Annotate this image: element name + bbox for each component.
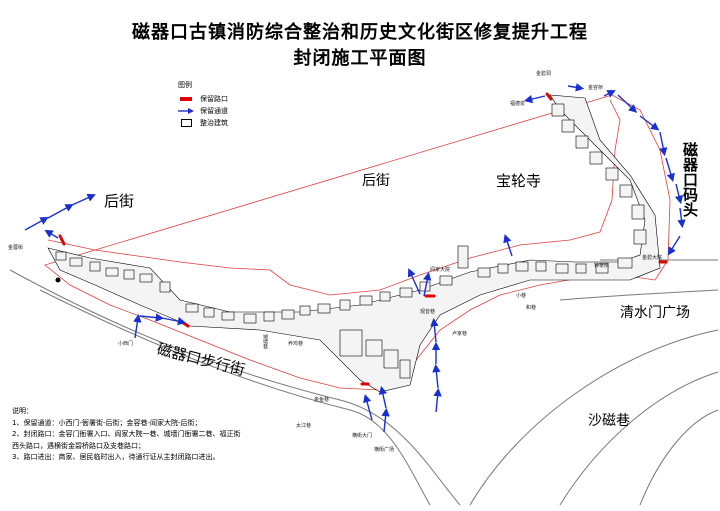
place-label-houjie-left: 后街: [104, 192, 135, 210]
blue-arrow-icon: [178, 108, 194, 114]
note-line: 2、封闭路口：金容门衙署入口、阎家大院一巷、城墙门衙署二巷、福正街: [12, 430, 241, 438]
street-label: 小西门: [118, 341, 134, 347]
note-line: 1、保留通道：小西门-衙署街-后街；金容巷-阎家大院-后街；: [12, 418, 202, 427]
street-label: 横街广场: [374, 447, 395, 453]
map-legend: 图例 保留路口 保留通道 整治建筑: [178, 80, 276, 129]
note-line: 西头路口，遇横街金碧桥路口及支巷路口；: [12, 441, 145, 450]
outline-box-icon: [178, 119, 194, 127]
map-subtitle: 封闭施工平面图: [293, 48, 427, 69]
notes-heading: 说明：: [12, 407, 33, 415]
street-label: 观音巷: [420, 309, 436, 315]
street-label: 卢家巷: [452, 331, 468, 337]
map-title: 磁器口古镇消防综合整治和历史文化街区修复提升工程: [132, 22, 588, 43]
access-route-arrows: [24, 83, 686, 433]
note-line: 3、路口进出：商家、居民临时出入，待通行证从主封闭路口进出。: [12, 453, 220, 461]
red-bar-icon: [178, 97, 194, 101]
place-label-baolunsi: 宝轮寺: [496, 172, 542, 190]
legend-heading: 图例: [178, 81, 192, 89]
street-label: 太江巷: [296, 423, 312, 429]
street-label: 小巷: [516, 293, 527, 299]
legend-item-retained-exit: 保留路口: [178, 93, 276, 105]
street-label: 阎家大院: [430, 267, 451, 273]
map-notes: 说明： 1、保留通道：小西门-衙署街-后街；金容巷-阎家大院-后街； 2、封闭路…: [12, 406, 312, 464]
street-label: 金碧大院: [642, 255, 663, 261]
street-label: 横街大门: [352, 433, 373, 439]
street-label: 金鱼巷: [314, 397, 330, 403]
start-dot: [55, 277, 61, 283]
legend-item-retained-route: 保留通道: [178, 105, 276, 117]
place-label-houjie-center: 后街: [362, 173, 390, 189]
street-label: 金蓉街: [8, 245, 24, 251]
street-label: 和巷: [526, 305, 537, 311]
place-label-qingshuimen: 清水门广场: [620, 305, 690, 321]
street-label: 养鸡巷: [288, 341, 304, 347]
street-label: 金碧洞: [536, 71, 552, 77]
legend-label: 保留路口: [200, 95, 228, 103]
legend-item-building: 整治建筑: [178, 117, 276, 129]
street-label: 金容桥: [588, 85, 604, 91]
legend-label: 整治建筑: [200, 119, 228, 127]
place-label-matou: 磁器口码头: [681, 142, 699, 217]
street-label: 钟家院: [594, 263, 610, 269]
legend-label: 保留通道: [200, 107, 228, 115]
building-blocks: [47, 94, 661, 393]
street-label: 福德泉: [510, 101, 526, 107]
place-label-shaci: 沙磁巷: [588, 413, 630, 429]
street-label: 城墙巷: [262, 334, 268, 349]
